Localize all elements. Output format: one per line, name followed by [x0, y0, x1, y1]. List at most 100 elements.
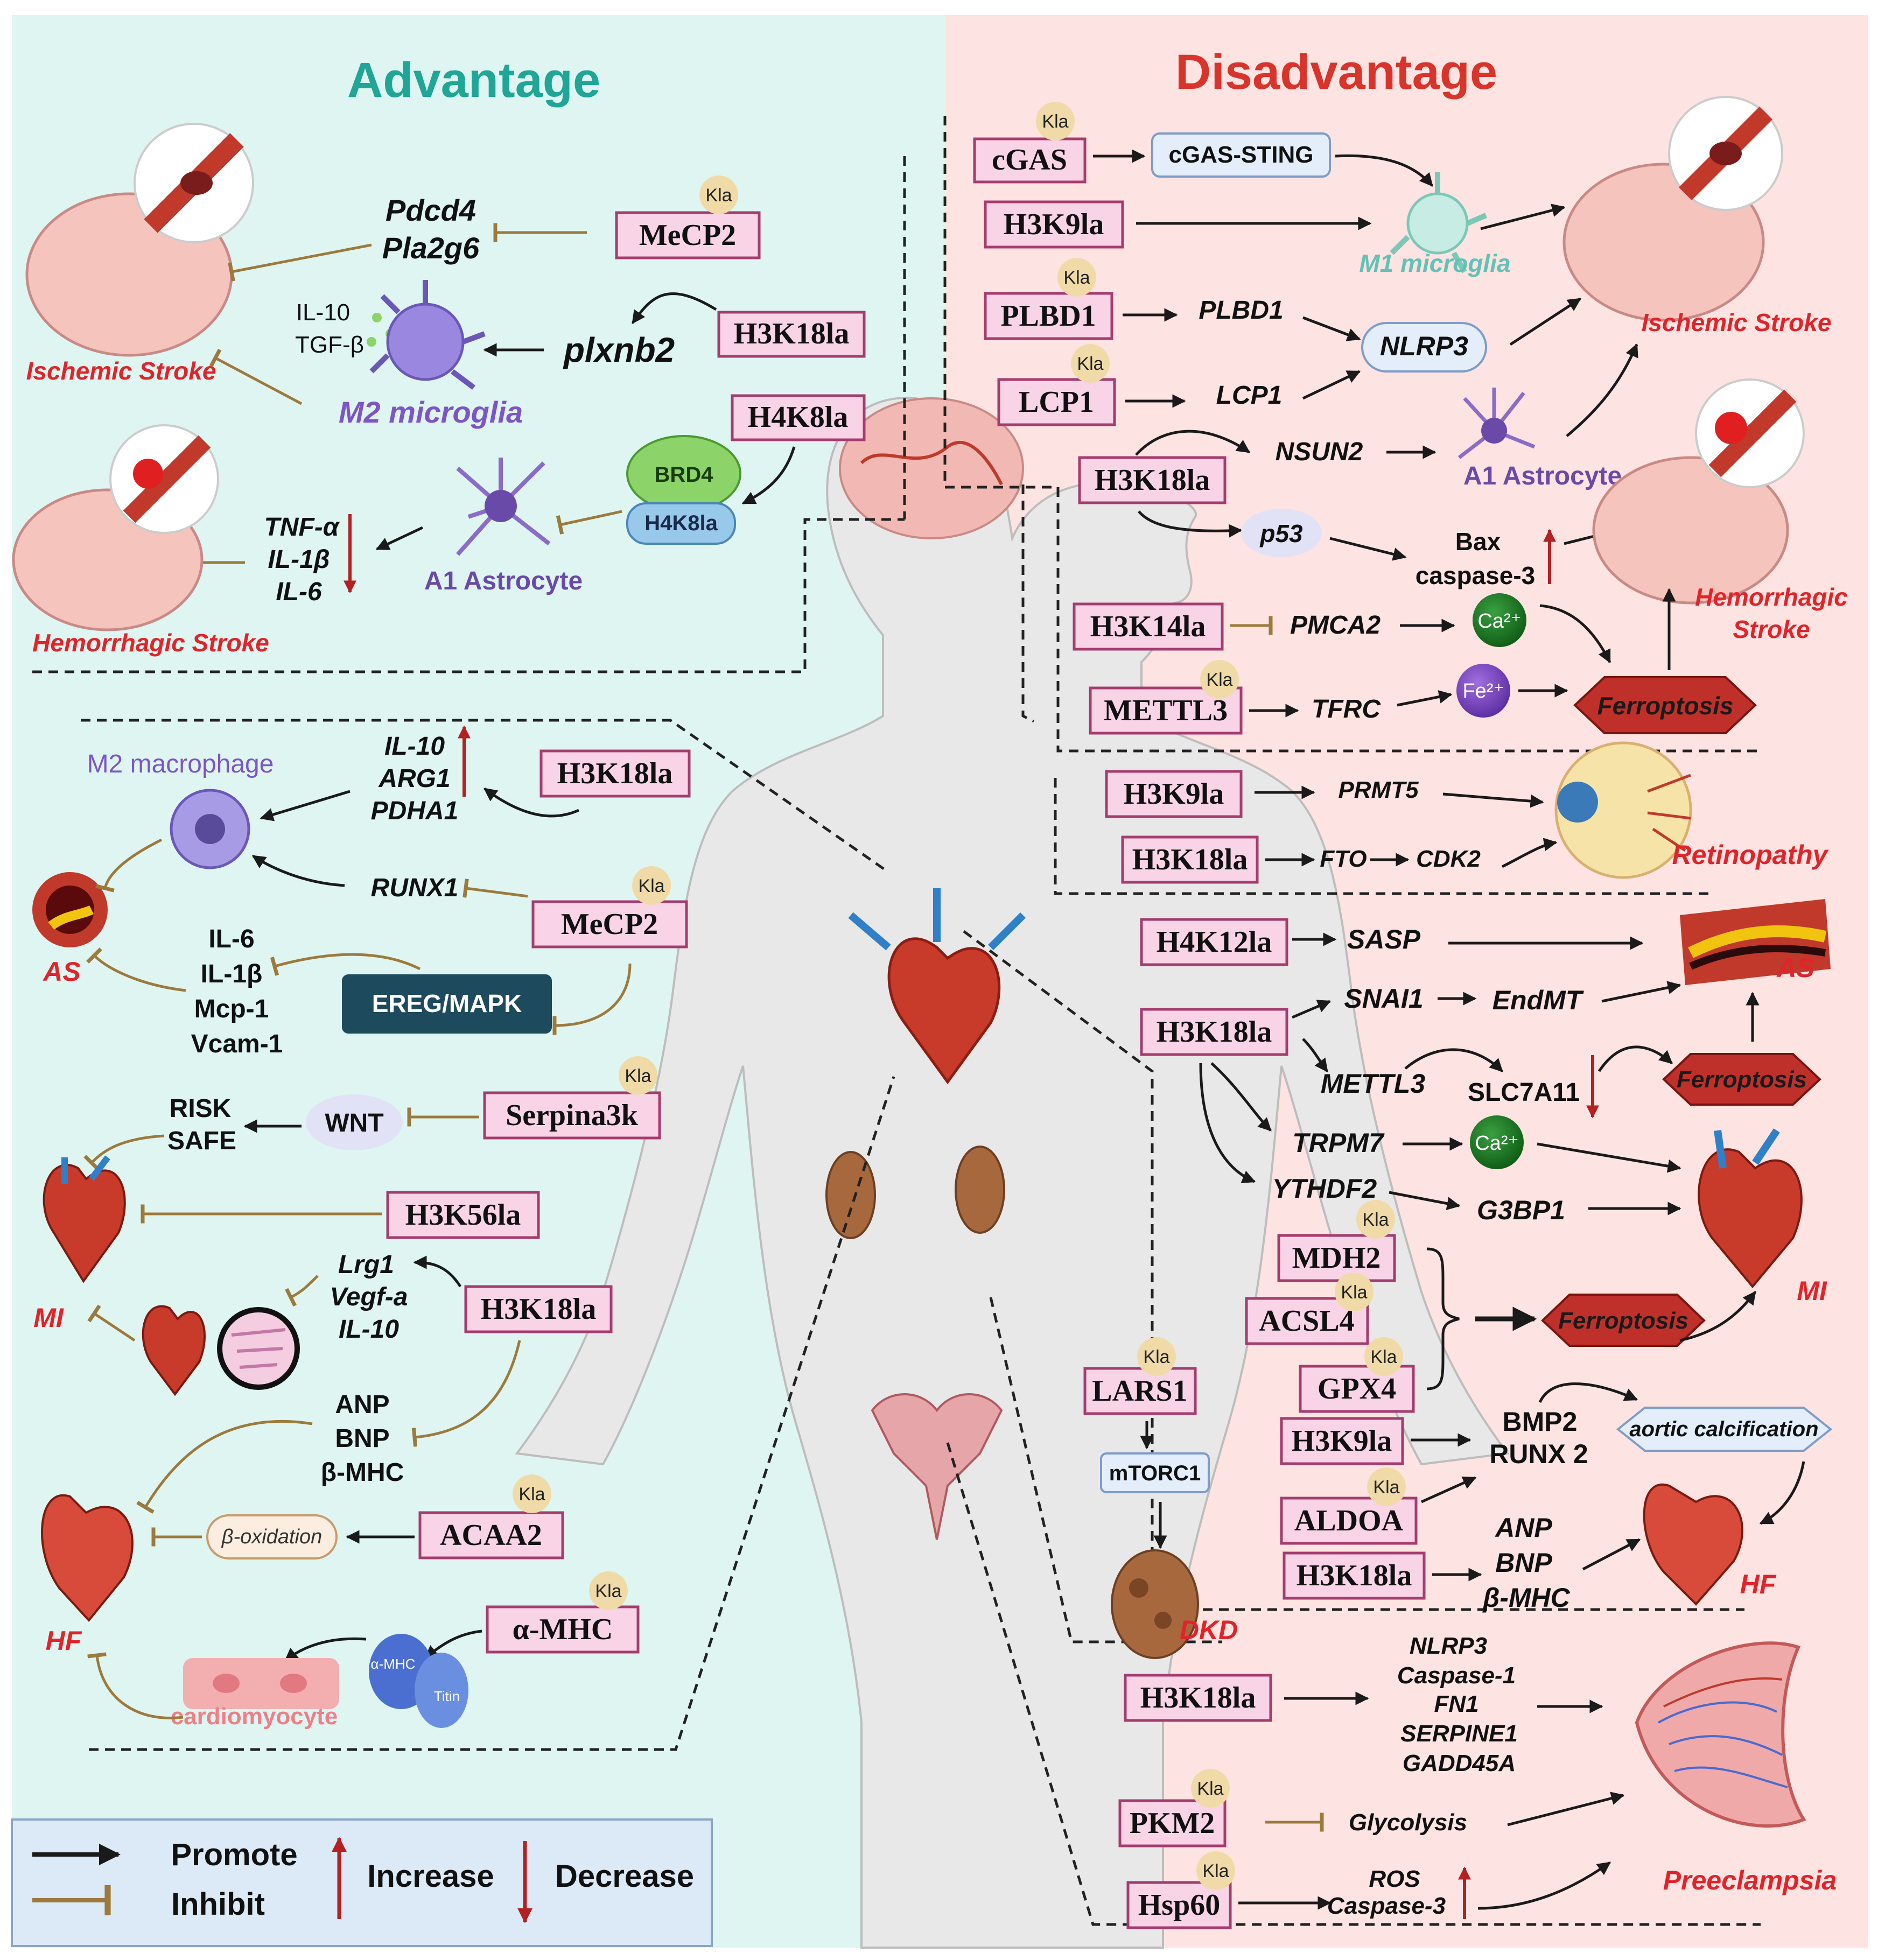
- wnt-label: WNT: [325, 1109, 383, 1137]
- pkm2-label: PKM2: [1130, 1807, 1215, 1840]
- plac-caspase3-label: Caspase-3: [1327, 1893, 1446, 1919]
- serpine1-label: SERPINE1: [1400, 1720, 1518, 1747]
- kla-badge-text: Kla: [1197, 1779, 1223, 1799]
- m1-microglia-label: M1 microglia: [1359, 249, 1510, 277]
- eye-h3k18la-box: [1121, 835, 1259, 884]
- fn1-label: FN1: [1434, 1691, 1478, 1717]
- kla-badge-text: Kla: [1341, 1282, 1367, 1303]
- dis-mi-label: MI: [1797, 1276, 1827, 1306]
- lcp1-gene-label: LCP1: [1216, 381, 1283, 410]
- dis-hf-label: HF: [1740, 1569, 1777, 1599]
- mcp1-label: Mcp-1: [194, 995, 269, 1023]
- nsun2-label: NSUN2: [1276, 438, 1363, 466]
- risk-label: RISK: [170, 1094, 232, 1123]
- eye-h3k9la-label: H3K9la: [1124, 777, 1224, 811]
- disadvantage-title: Disadvantage: [1175, 45, 1497, 100]
- aortic-calcification-label: aortic calcification: [1629, 1417, 1818, 1441]
- h4k8la-small-icon: [626, 502, 736, 545]
- kla-badge: [1364, 1337, 1403, 1376]
- h3k56la-box: [386, 1191, 540, 1239]
- plaque-artery-icon: [1680, 899, 1831, 985]
- dis-brain-h3k18la-label: H3K18la: [1095, 463, 1210, 497]
- a1-astrocyte-icon: [456, 458, 551, 556]
- heart-h3k18la-box: [464, 1285, 613, 1333]
- beta-oxidation-label: β-oxidation: [221, 1526, 322, 1548]
- h3k56la-label: H3K56la: [405, 1198, 521, 1232]
- dis-kidney-section: LARS1 Kla mTORC1 DKD: [1083, 1337, 1238, 1659]
- mtorc1-box: [1100, 1452, 1210, 1493]
- kla-badge-text: Kla: [1370, 1347, 1397, 1367]
- heart-ferroptosis-label: Ferroptosis: [1677, 1066, 1807, 1093]
- mdh2-box: [1277, 1234, 1396, 1282]
- dis-mettl3-label: METTL3: [1104, 694, 1228, 727]
- ferroptosis-shape: [1662, 1053, 1821, 1106]
- dis-bnp-label: BNP: [1495, 1548, 1552, 1578]
- pla2g6-label: Pla2g6: [382, 231, 480, 265]
- pdha1-label: PDHA1: [371, 797, 459, 825]
- ereg-mapk-label: EREG/MAPK: [372, 989, 522, 1017]
- kla-badge: [1036, 102, 1075, 140]
- kla-badge: [1335, 1273, 1374, 1311]
- beta-oxidation-icon: [206, 1514, 338, 1559]
- dis-nlrp3-label: NLRP3: [1380, 331, 1468, 361]
- mtorc1-label: mTORC1: [1109, 1462, 1201, 1485]
- sasp-label: SASP: [1347, 924, 1421, 954]
- lcp1-label: LCP1: [1019, 385, 1094, 419]
- plac-nlrp3-label: NLRP3: [1410, 1633, 1487, 1659]
- heart-h3k18la-2-label: H3K18la: [1297, 1559, 1412, 1592]
- dis-heart-mi-icon: [1698, 1148, 1803, 1289]
- kla-badge: [1200, 660, 1239, 699]
- heart-illustration: [848, 888, 1026, 1085]
- dis-placenta-section: H3K18la NLRP3 Caspase-1 FN1 SERPINE1 GAD…: [1118, 1633, 1837, 1929]
- kla-badge: [619, 1056, 657, 1095]
- dis-hemorrhagic-2: Stroke: [1733, 615, 1810, 643]
- h4k8la-small-label: H4K8la: [644, 511, 718, 535]
- ythdf2-label: YTHDF2: [1272, 1174, 1377, 1204]
- vcam1-label: Vcam-1: [191, 1030, 283, 1058]
- amhc-small-label: α-MHC: [371, 1656, 416, 1672]
- tfrc-label: TFRC: [1312, 695, 1381, 723]
- legend-increase: Increase: [367, 1859, 494, 1894]
- brd4-label: BRD4: [655, 463, 714, 487]
- plbd1-label: PLBD1: [1000, 299, 1096, 333]
- brain-ca-label: Ca²⁺: [1477, 610, 1521, 633]
- kla-badge: [589, 1571, 628, 1610]
- fto-label: FTO: [1320, 846, 1367, 872]
- kla-badge: [1057, 258, 1096, 297]
- dis-as-label: AS: [1776, 953, 1814, 983]
- trpm7-label: TRPM7: [1292, 1128, 1385, 1158]
- glycolysis-label: Glycolysis: [1349, 1809, 1467, 1836]
- ros-label: ROS: [1369, 1866, 1420, 1892]
- p53-label: p53: [1259, 519, 1303, 547]
- dkd-label: DKD: [1180, 1615, 1238, 1645]
- heart-h3k9la-box: [1280, 1417, 1404, 1465]
- adv-h3k18la-box: [717, 311, 866, 358]
- il10-label: IL-10: [296, 299, 350, 326]
- amhc-label: α-MHC: [513, 1613, 613, 1646]
- g3bp1-label: G3BP1: [1477, 1195, 1565, 1225]
- dis-bmhc-label: β-MHC: [1482, 1583, 1570, 1613]
- legend-decrease: Decrease: [555, 1859, 694, 1894]
- vasc-il6-label: IL-6: [208, 925, 254, 953]
- legend-box: [11, 1818, 713, 1947]
- plbd1-box: [984, 292, 1113, 340]
- kla-badge: [1367, 1467, 1406, 1506]
- kla-badge-text: Kla: [1206, 670, 1232, 690]
- eye-retina-icon: [1554, 741, 1692, 879]
- caspase1-label: Caspase-1: [1397, 1662, 1516, 1689]
- dis-a1-astrocyte-label: A1 Astrocyte: [1463, 462, 1622, 490]
- vasc-h3k18la-label: H3K18la: [557, 757, 673, 790]
- slc7a11-label: SLC7A11: [1468, 1078, 1580, 1107]
- m1-microglia-icon: [1406, 192, 1469, 255]
- kla-badge: [1196, 1851, 1235, 1890]
- advantage-title: Advantage: [347, 53, 600, 108]
- uterus-illustration: [871, 1393, 1003, 1540]
- runx2-label: RUNX 2: [1489, 1439, 1588, 1469]
- vasc-il1b-label: IL-1β: [201, 960, 263, 988]
- aldoa-label: ALDOA: [1294, 1504, 1404, 1537]
- adv-hf-label: HF: [46, 1626, 82, 1656]
- anp-label: ANP: [335, 1390, 389, 1419]
- adv-h4k8la-label: H4K8la: [748, 401, 849, 434]
- h4k12la-box: [1140, 918, 1288, 966]
